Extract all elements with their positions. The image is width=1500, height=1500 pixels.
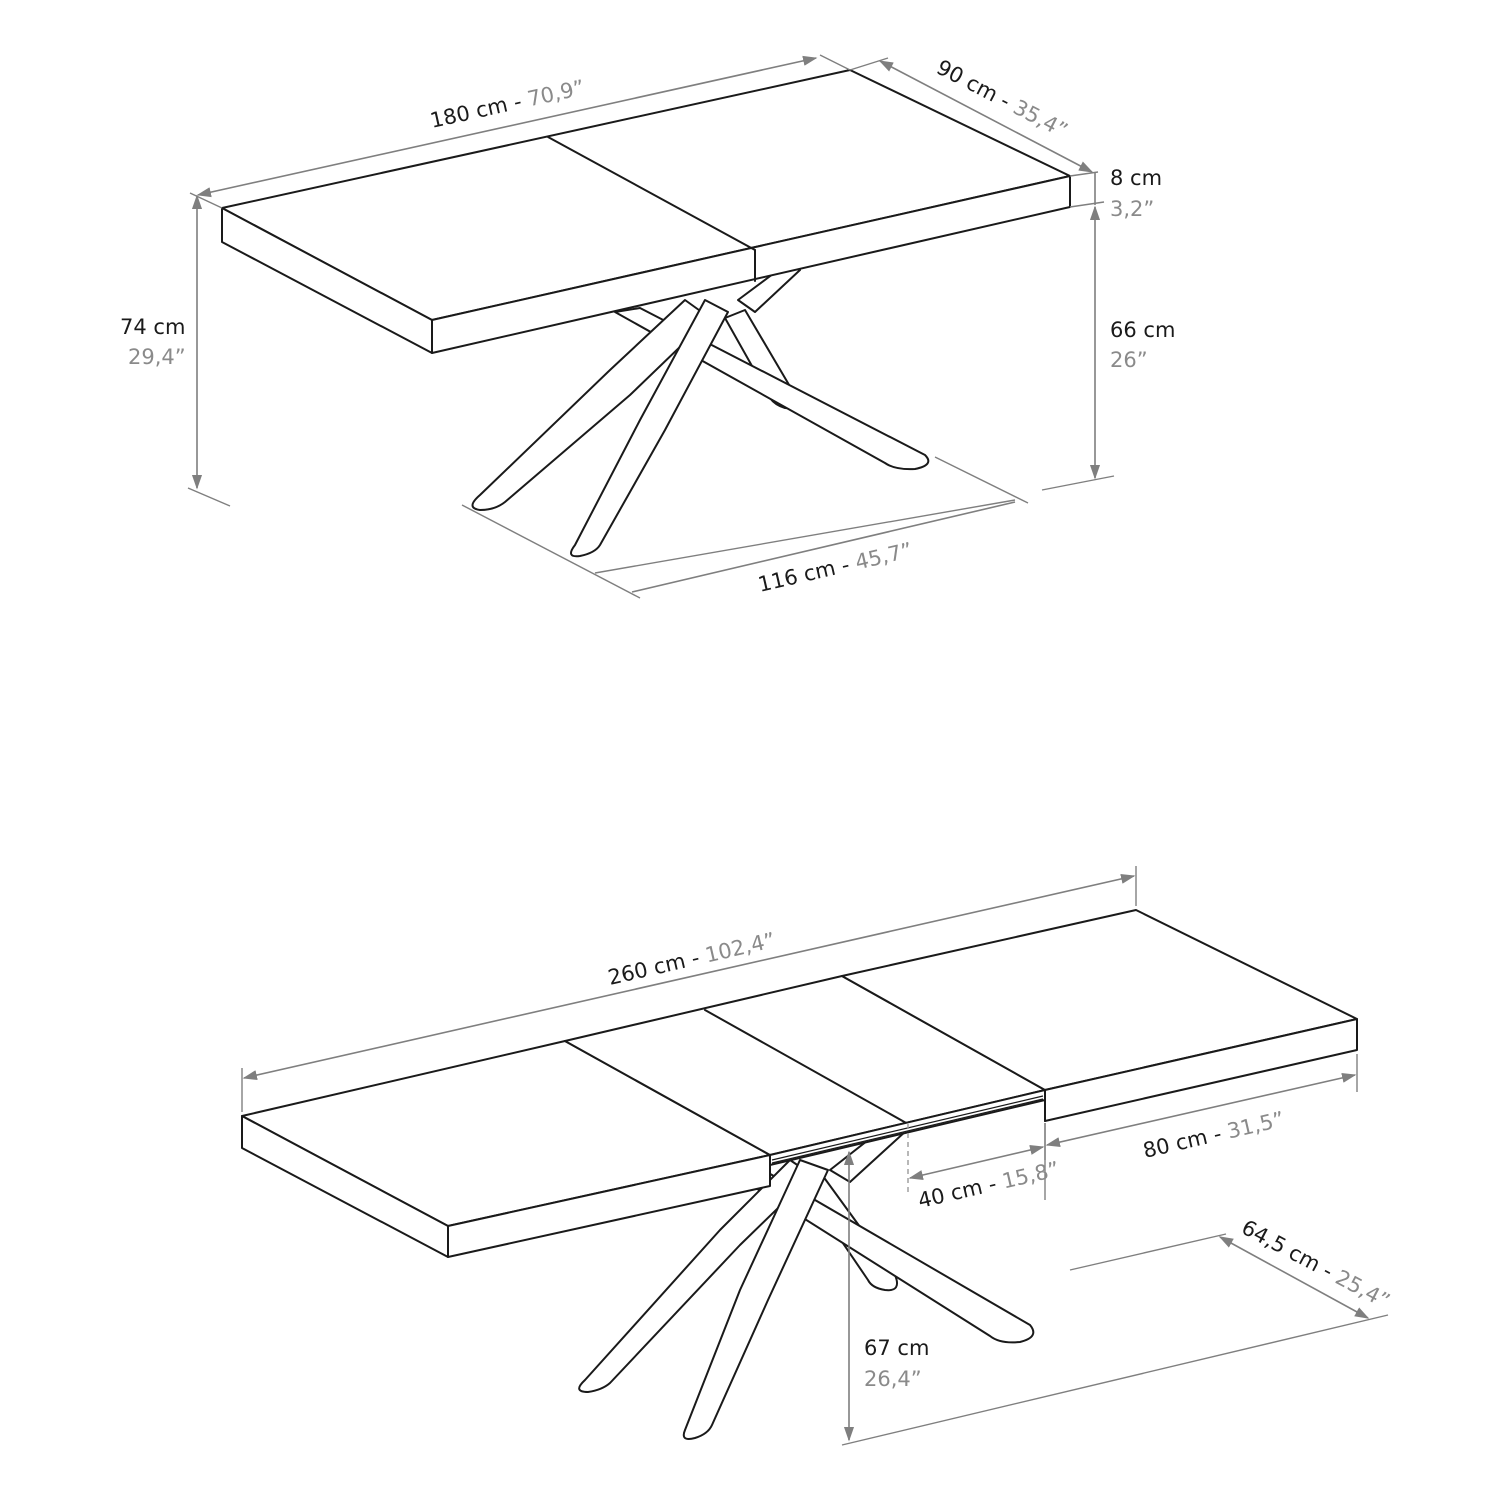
dimension-rail-extension: 40 cm - 15,8”	[907, 1123, 1062, 1213]
dimension-closed-base: 116 cm - 45,7”	[461, 456, 1029, 599]
clearance-inch: 26”	[1110, 348, 1148, 372]
extended-table-illustration: 260 cm - 102,4” 80 cm - 31,5” 40 cm - 15…	[241, 866, 1394, 1446]
svg-text:116 cm - 45,7”: 116 cm - 45,7”	[756, 538, 915, 597]
extended-table-legs	[578, 1114, 1035, 1440]
closed-length-inch: 70,9”	[525, 75, 586, 111]
extended-length-inch: 102,4”	[703, 928, 778, 967]
extended-clearance-cm: 67 cm	[864, 1336, 929, 1360]
svg-text:260 cm - 102,4”: 260 cm - 102,4”	[606, 928, 778, 990]
svg-text:180 cm - 70,9”: 180 cm - 70,9”	[428, 75, 587, 132]
extended-table-left-leaf	[241, 1040, 771, 1258]
leaf-extension-inch: 31,5”	[1225, 1107, 1287, 1143]
dimension-extended-clearance: 67 cm 26,4”	[843, 1150, 929, 1442]
svg-text:40 cm - 15,8”: 40 cm - 15,8”	[916, 1157, 1062, 1213]
dimension-closed-clearance: 66 cm 26”	[1041, 205, 1175, 491]
base-length-cm: 116 cm	[756, 556, 838, 597]
base-length-inch: 45,7”	[853, 538, 915, 574]
clearance-cm: 66 cm	[1110, 318, 1175, 342]
rail-extension-inch: 15,8”	[1000, 1157, 1062, 1193]
rail-extension-cm: 40 cm	[916, 1175, 985, 1213]
svg-text:80 cm - 31,5”: 80 cm - 31,5”	[1141, 1107, 1287, 1163]
svg-text:64,5 cm - 25,4”: 64,5 cm - 25,4”	[1238, 1215, 1394, 1313]
extended-length-cm: 260 cm	[606, 949, 688, 990]
thickness-inch: 3,2”	[1110, 197, 1154, 221]
closed-table-legs	[471, 264, 930, 558]
closed-depth-inch: 35,4”	[1009, 95, 1071, 143]
dimension-base-depth: 64,5 cm - 25,4”	[841, 1215, 1394, 1446]
total-height-cm: 74 cm	[120, 315, 185, 339]
closed-depth-cm: 90 cm	[933, 55, 1002, 106]
dimension-closed-thickness: 8 cm 3,2”	[1069, 166, 1162, 221]
closed-length-cm: 180 cm	[428, 92, 510, 132]
total-height-inch: 29,4”	[128, 345, 186, 369]
extended-clearance-inch: 26,4”	[864, 1367, 922, 1391]
leaf-extension-cm: 80 cm	[1141, 1125, 1210, 1163]
base-depth-inch: 25,4”	[1332, 1265, 1394, 1313]
dimension-closed-total-height: 74 cm 29,4”	[120, 194, 231, 507]
closed-table-illustration: 180 cm - 70,9” 90 cm - 35,4” 8 cm 3,2” 7…	[120, 54, 1175, 599]
base-depth-cm: 64,5 cm	[1238, 1215, 1325, 1276]
thickness-cm: 8 cm	[1110, 166, 1162, 190]
